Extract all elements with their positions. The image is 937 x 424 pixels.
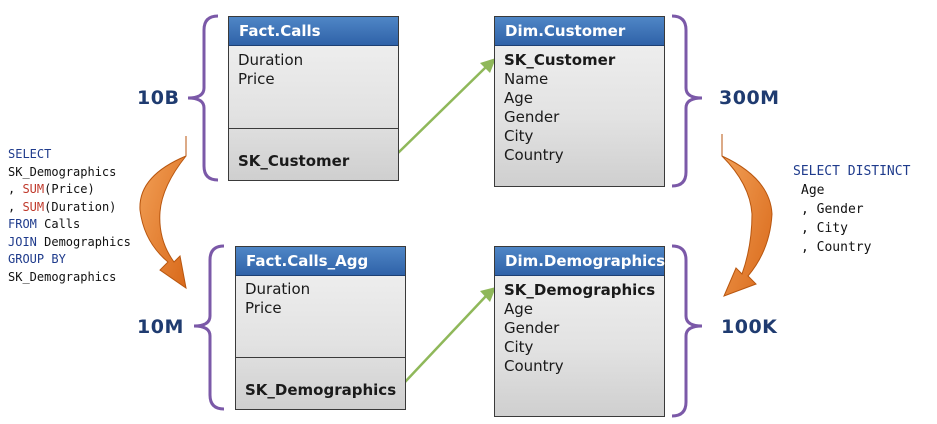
field: Gender [504,108,560,126]
relation-arrow-demographics [404,295,487,383]
row-count-fact-calls-agg: 10M [137,316,184,338]
row-count-dim-customer: 300M [719,87,780,109]
table-fact-calls-agg[interactable]: Fact.Calls_Agg Duration Price SK_Demogra… [235,246,406,410]
field: Price [245,299,282,317]
sql-line: , [8,182,23,196]
sql-line: , Country [801,240,872,255]
field: City [504,338,534,356]
table-title: Fact.Calls_Agg [236,247,405,276]
key-separator [236,357,405,358]
field: Gender [504,319,560,337]
sql-aggregate-query: SELECT SK_Demographics , SUM(Price) , SU… [8,146,131,286]
table-title: Fact.Calls [229,17,398,46]
row-count-fact-calls: 10B [137,87,180,109]
field: Age [504,300,534,318]
sql-keyword: GROUP BY [8,252,66,266]
foreign-key-field: SK_Customer [238,152,350,170]
sql-function: SUM [22,182,45,196]
field: Country [504,146,564,164]
table-fact-calls[interactable]: Fact.Calls Duration Price SK_Customer [228,16,399,181]
sql-line: Age [801,183,825,198]
relation-arrowhead-demographics [480,287,496,302]
relation-arrowhead-customer [480,58,496,73]
flow-arrow-aggregate [139,136,187,290]
bracket-dim-customer [671,14,703,188]
field: Country [504,357,564,375]
sql-keyword: SELECT DISTINCT [793,164,911,179]
sql-function: SUM [22,199,45,214]
key-separator [229,128,398,129]
field: City [504,127,534,145]
bracket-fact-calls-agg [193,244,225,411]
table-title: Dim.Demographics [495,247,665,276]
sql-line: , Gender [801,202,864,217]
sql-keyword: FROM [8,217,37,231]
primary-key-field: SK_Demographics [504,281,656,299]
sql-line: Calls [36,217,81,231]
sql-keyword: JOIN [8,234,37,249]
foreign-key-field: SK_Demographics [245,381,397,399]
field: Duration [245,280,311,298]
field: Price [238,70,275,88]
field: Duration [238,51,304,69]
field: Name [504,70,549,88]
table-dim-demographics[interactable]: Dim.Demographics SK_Demographics Age Gen… [494,246,665,417]
sql-line: (Price) [44,182,95,196]
sql-distinct-query: SELECT DISTINCT Age , Gender , City , Co… [793,162,910,257]
bracket-dim-demographics [671,244,703,418]
table-title: Dim.Customer [495,17,664,46]
flow-arrow-distinct [721,134,773,297]
sql-line: (Duration) [44,199,117,214]
field: Age [504,89,534,107]
sql-keyword: SELECT [8,147,52,161]
sql-line: Demographics [36,234,131,249]
sql-line: SK_Demographics [8,269,117,284]
table-dim-customer[interactable]: Dim.Customer SK_Customer Name Age Gender… [494,16,665,187]
primary-key-field: SK_Customer [504,51,616,69]
row-count-dim-demographics: 100K [721,316,778,338]
sql-line: SK_Demographics [8,164,117,179]
sql-line: , City [801,221,848,236]
relation-arrow-customer [397,66,487,154]
bracket-fact-calls [187,14,219,182]
sql-line: , [8,199,23,214]
